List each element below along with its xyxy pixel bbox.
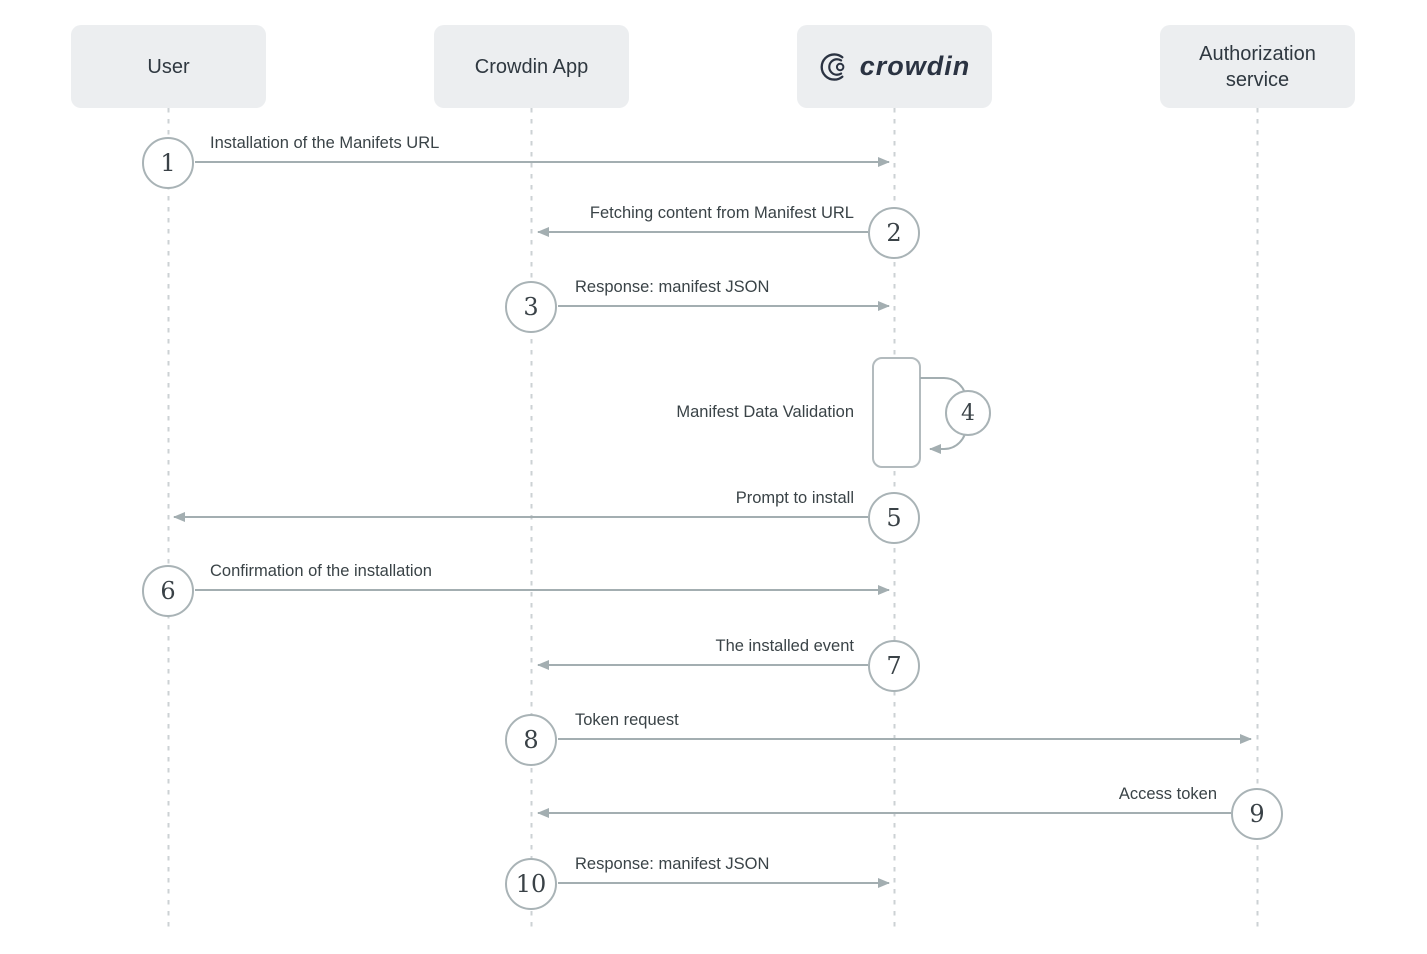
actor-box-user: User: [71, 25, 266, 108]
step-number: 3: [523, 293, 539, 321]
step-number: 1: [160, 149, 176, 177]
message-label-step-8: Token request: [575, 711, 679, 729]
message-label-step-4: Manifest Data Validation: [676, 403, 854, 421]
actor-box-authorization-service: Authorization service: [1160, 25, 1355, 108]
crowdin-logo: crowdin: [819, 49, 971, 85]
step-circle-6: 6: [142, 565, 194, 617]
message-label-step-5: Prompt to install: [735, 489, 854, 507]
actor-label: Crowdin App: [474, 55, 589, 78]
actor-label: Authorization service: [1199, 42, 1316, 91]
message-label-step-9: Access token: [1118, 785, 1217, 803]
crowdin-logo-text: crowdin: [859, 50, 971, 81]
actor-box-crowdin: crowdin: [797, 25, 992, 108]
step-number: 10: [515, 870, 547, 898]
step-circle-9: 9: [1231, 788, 1283, 840]
step-number: 5: [886, 504, 902, 532]
crowdin-logo-icon: [820, 52, 848, 81]
step-circle-4: 4: [945, 390, 991, 436]
activation-box: [872, 357, 921, 468]
step-circle-1: 1: [142, 137, 194, 189]
actor-label: User: [147, 55, 190, 78]
step-number: 2: [886, 219, 902, 247]
step-number: 7: [886, 652, 902, 680]
step-circle-7: 7: [868, 640, 920, 692]
step-number: 4: [961, 400, 975, 426]
step-circle-3: 3: [505, 281, 557, 333]
step-circle-5: 5: [868, 492, 920, 544]
actor-box-crowdin-app: Crowdin App: [434, 25, 629, 108]
message-label-step-7: The installed event: [715, 637, 854, 655]
step-circle-10: 10: [505, 858, 557, 910]
step-number: 9: [1249, 800, 1265, 828]
step-number: 6: [160, 577, 176, 605]
message-label-step-1: Installation of the Manifets URL: [210, 134, 440, 152]
message-label-step-6: Confirmation of the installation: [210, 562, 432, 580]
step-circle-8: 8: [505, 714, 557, 766]
message-label-step-3: Response: manifest JSON: [575, 278, 770, 296]
message-label-step-2: Fetching content from Manifest URL: [589, 204, 854, 222]
message-label-step-10: Response: manifest JSON: [575, 855, 770, 873]
step-number: 8: [523, 726, 539, 754]
step-circle-2: 2: [868, 207, 920, 259]
